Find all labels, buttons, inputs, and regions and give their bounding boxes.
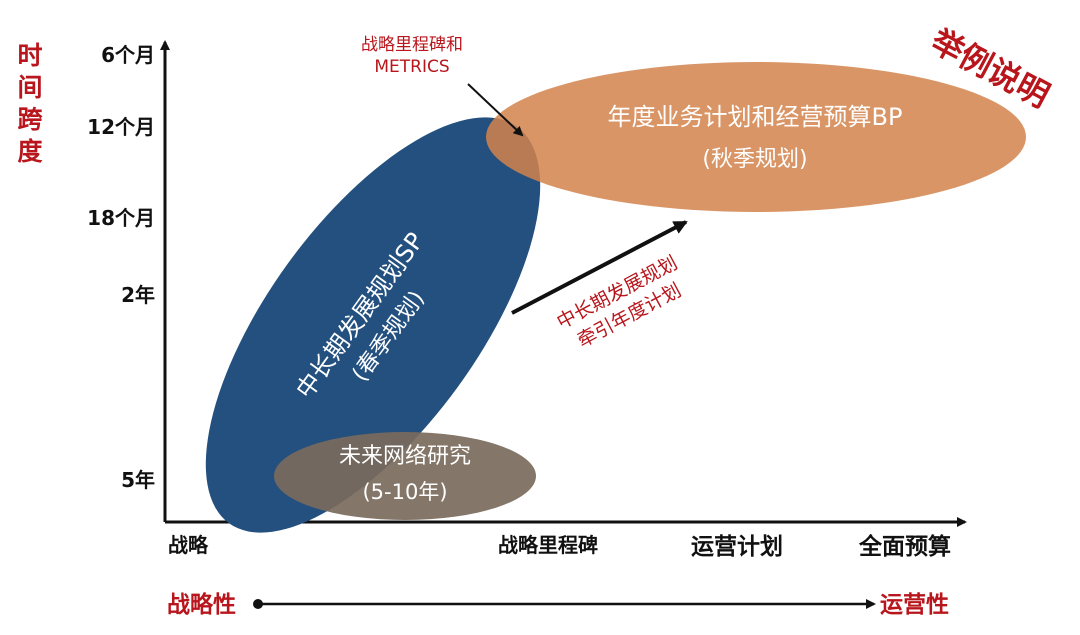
x-tick-label: 战略里程碑 <box>498 533 598 557</box>
bp-ellipse <box>486 62 1026 212</box>
y-axis-ticks: 6个月 12个月 18个月 2年 5年 <box>87 43 155 492</box>
y-axis-title: 时 间 跨 度 <box>17 41 43 166</box>
research-ellipse <box>274 432 536 520</box>
y-tick-label: 6个月 <box>101 43 155 67</box>
spectrum-left-label: 战略性 <box>167 591 236 618</box>
arrow-note: 中长期发展规划 牵引年度计划 <box>553 252 685 352</box>
research-title: 未来网络研究 <box>339 444 471 469</box>
research-subtitle: (5-10年) <box>362 480 447 504</box>
y-tick-label: 12个月 <box>87 115 155 139</box>
callout-line2: METRICS <box>374 57 449 77</box>
y-title-char: 度 <box>17 137 42 166</box>
milestone-callout: 战略里程碑和 METRICS <box>361 35 524 137</box>
spectrum-right-label: 运营性 <box>880 592 949 618</box>
bp-title: 年度业务计划和经营预算BP <box>608 103 903 131</box>
callout-arrow <box>467 83 524 137</box>
x-tick-label: 运营计划 <box>691 534 783 560</box>
y-tick-label: 5年 <box>121 468 155 492</box>
x-tick-label: 全面预算 <box>858 533 951 560</box>
bp-subtitle: (秋季规划) <box>702 147 807 172</box>
y-title-char: 时 <box>17 41 42 70</box>
y-tick-label: 2年 <box>121 283 155 307</box>
traction-arrow <box>511 220 688 315</box>
y-title-char: 间 <box>17 73 42 102</box>
x-tick-label: 战略 <box>168 533 209 557</box>
x-axis-ticks: 战略 战略里程碑 运营计划 全面预算 <box>168 533 951 560</box>
sp-ellipse <box>205 117 541 533</box>
y-tick-label: 18个月 <box>87 206 155 230</box>
callout-line1: 战略里程碑和 <box>361 35 463 55</box>
y-title-char: 跨 <box>17 105 43 134</box>
spectrum: 战略性 运营性 <box>167 591 949 618</box>
